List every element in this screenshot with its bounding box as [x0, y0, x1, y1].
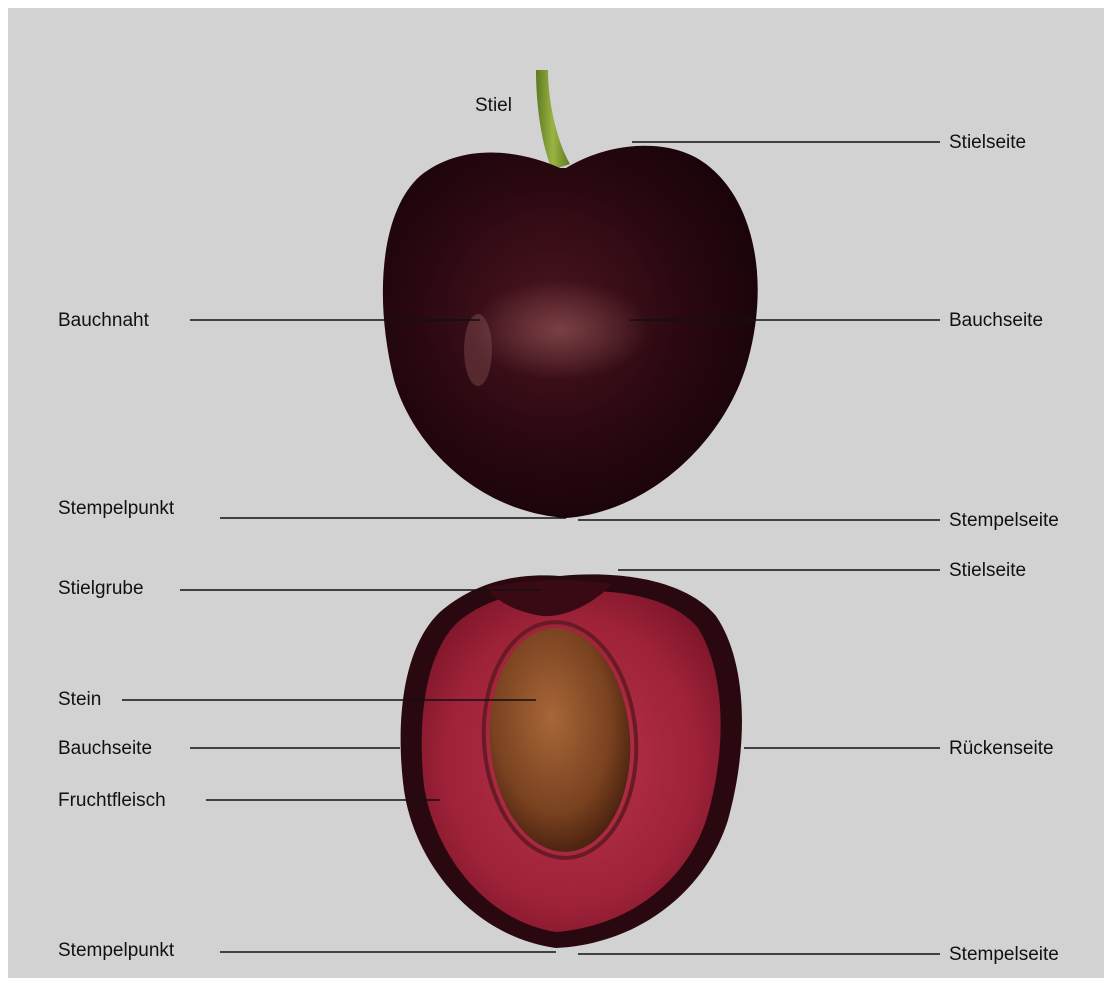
- label-stempelseite-top: Stempelseite: [949, 511, 1059, 530]
- label-bauchnaht: Bauchnaht: [58, 311, 149, 330]
- label-stiel: Stiel: [475, 96, 512, 115]
- label-rueckenseite: Rückenseite: [949, 739, 1054, 758]
- label-stielseite-bottom: Stielseite: [949, 561, 1026, 580]
- label-bauchseite-left: Bauchseite: [58, 739, 152, 758]
- label-bauchseite-right: Bauchseite: [949, 311, 1043, 330]
- label-stempelpunkt-bottom: Stempelpunkt: [58, 941, 174, 960]
- label-stein: Stein: [58, 690, 101, 709]
- cherry-highlight: [470, 280, 650, 380]
- label-stempelpunkt-top: Stempelpunkt: [58, 499, 174, 518]
- label-fruchtfleisch: Fruchtfleisch: [58, 791, 166, 810]
- cherry-highlight-left: [464, 314, 492, 386]
- label-stempelseite-bottom: Stempelseite: [949, 945, 1059, 964]
- label-stielgrube: Stielgrube: [58, 579, 144, 598]
- label-stielseite-top: Stielseite: [949, 133, 1026, 152]
